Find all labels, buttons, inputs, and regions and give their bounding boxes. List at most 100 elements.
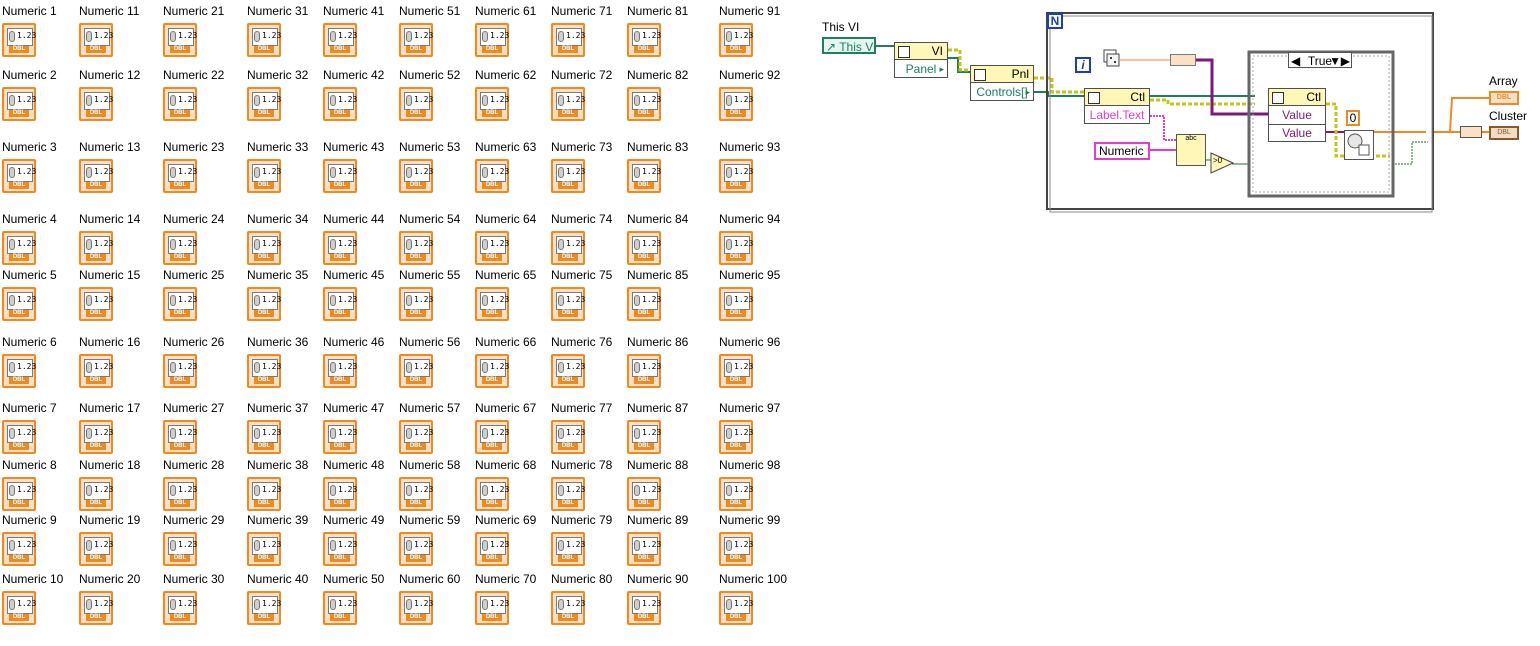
for-loop-count-terminal[interactable]: N [1047, 13, 1063, 29]
dice-icon[interactable] [1102, 48, 1120, 68]
case-ctl-property-node[interactable]: Ctl Value Value [1268, 88, 1326, 142]
for-loop-index-terminal[interactable]: i [1075, 57, 1091, 73]
zero-numeric-const[interactable]: 0 [1346, 110, 1360, 126]
case-selector[interactable]: ◀ True ▼ ▶ [1288, 52, 1352, 68]
ctl-property-node[interactable]: Ctl Label.Text [1084, 88, 1150, 124]
array-to-cluster-icon[interactable] [1460, 126, 1482, 138]
vi-property-node[interactable]: VI Panel▸ [894, 42, 948, 78]
to-variant-icon[interactable] [1170, 54, 1196, 66]
cluster-indicator-terminal[interactable]: DBL [1489, 126, 1519, 140]
numeric-string-const[interactable]: Numeric [1094, 142, 1150, 160]
variant-to-data-icon[interactable] [1344, 130, 1374, 160]
greater-than-zero-node[interactable]: >0 [1210, 152, 1235, 174]
match-pattern-node[interactable]: abc [1176, 134, 1206, 166]
this-vi-ref[interactable]: ↗ This VI [822, 37, 877, 54]
array-indicator-terminal[interactable]: DBL [1489, 91, 1519, 105]
